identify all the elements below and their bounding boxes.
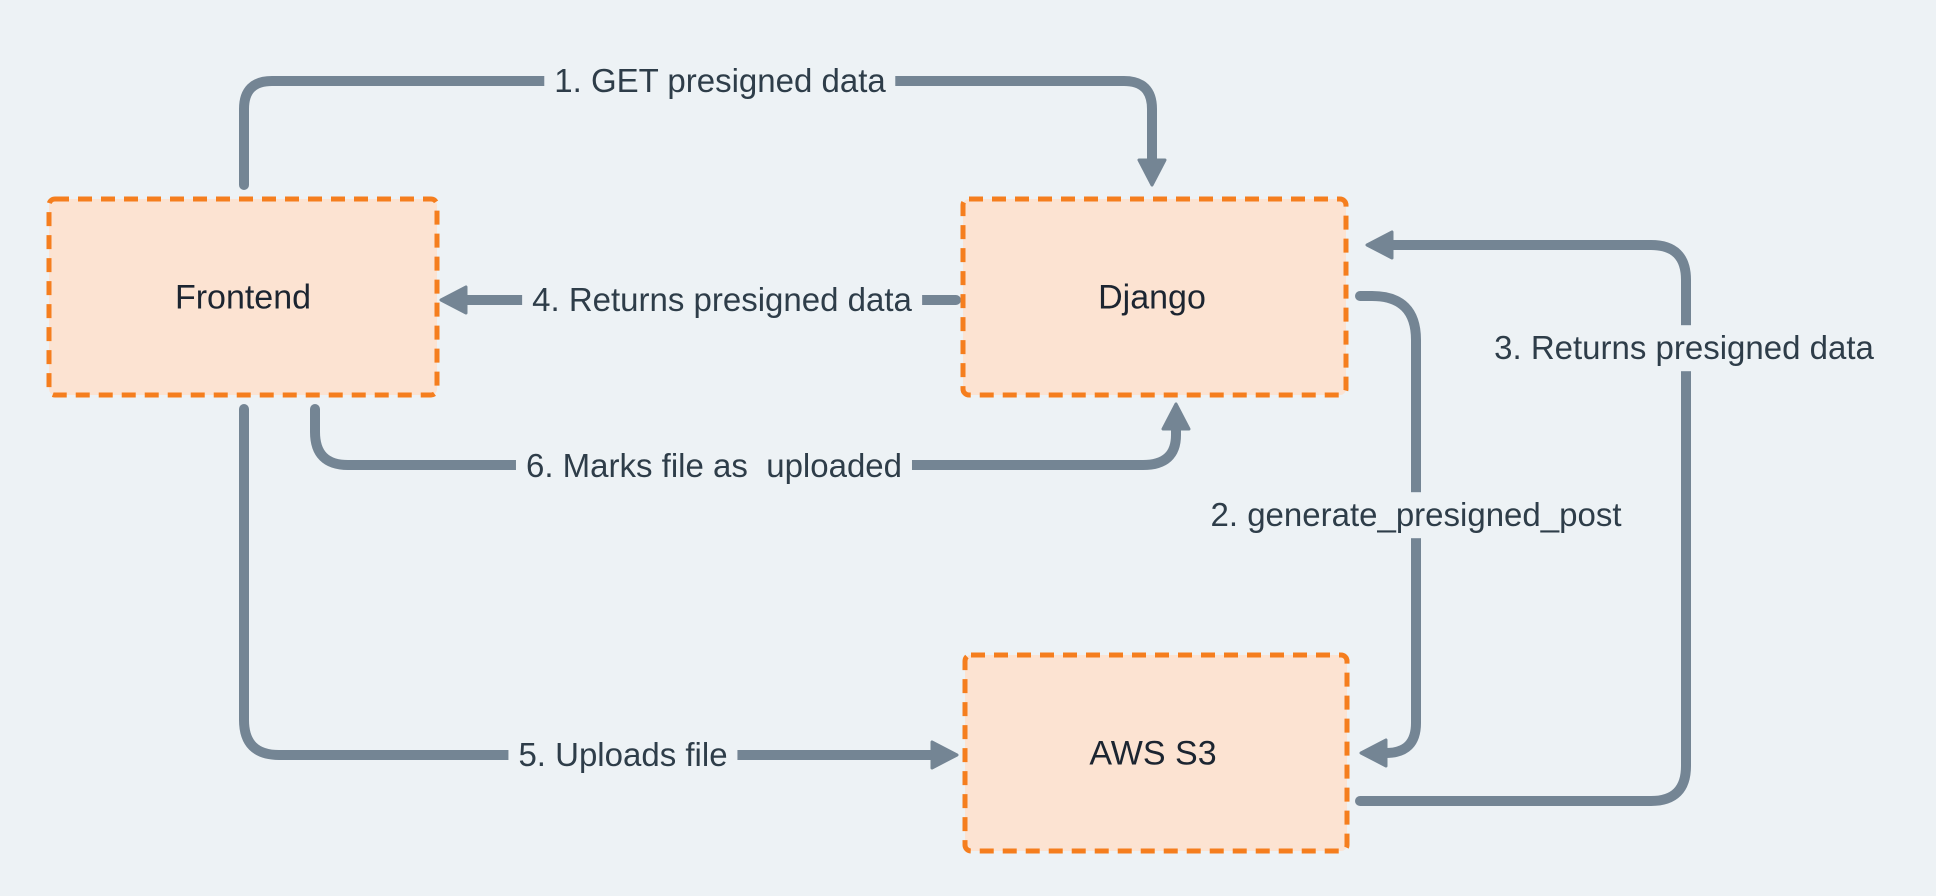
frontend-node-label: Frontend xyxy=(174,278,312,317)
frontend-node xyxy=(46,196,440,398)
edge-2-generate-presigned-post-line xyxy=(1355,291,1421,758)
edge-5-arrowhead-right-icon xyxy=(930,740,959,770)
django-node xyxy=(960,196,1349,398)
aws-s3-node xyxy=(962,652,1350,854)
edge-6-arrowhead-up-icon xyxy=(1161,402,1191,431)
edge-5-label: 5. Uploads file xyxy=(508,732,738,778)
edge-5-uploads-file-line xyxy=(239,404,937,760)
edge-6-label: 6. Marks file as uploaded xyxy=(515,443,913,489)
edge-3-returns-presigned-data-line xyxy=(1355,240,1691,806)
aws-s3-node-label: AWS S3 xyxy=(1089,734,1217,773)
edge-3-label: 3. Returns presigned data xyxy=(1484,325,1884,371)
edge-2-arrowhead-left-icon xyxy=(1359,738,1388,768)
edge-3-arrowhead-left-icon xyxy=(1365,230,1394,260)
django-node-label: Django xyxy=(1098,278,1206,317)
edge-2-label: 2. generate_presigned_post xyxy=(1200,492,1632,538)
edge-4-arrowhead-left-icon xyxy=(439,285,468,315)
edge-1-label: 1. GET presigned data xyxy=(544,58,896,104)
edge-4-label: 4. Returns presigned data xyxy=(522,277,922,323)
edge-1-arrowhead-down-icon xyxy=(1137,158,1167,187)
